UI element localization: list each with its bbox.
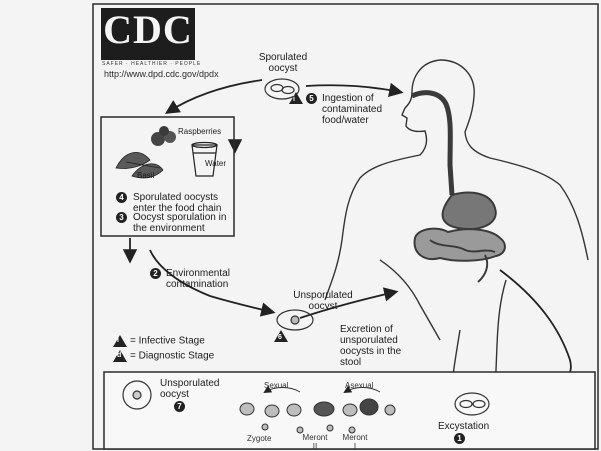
arrow-to-food-chain	[168, 80, 262, 112]
infective-stage-icon: i	[289, 92, 303, 104]
meront-1-label: Meront I	[342, 433, 368, 451]
digestive-tract	[412, 93, 505, 282]
stage-7-label: Unsporulated oocyst	[160, 378, 230, 400]
stage-6-number: 6	[278, 332, 282, 343]
stage-5-label: Ingestion of contaminated food/water	[322, 93, 392, 126]
source-url[interactable]: http://www.dpd.cdc.gov/dpdx	[104, 69, 219, 79]
sporulated-oocyst-label: Sporulated oocyst	[255, 52, 311, 74]
stage-2-number: 2	[150, 268, 161, 279]
stage-1-row: 1	[454, 433, 468, 444]
legend-diagnostic-icon: d	[113, 350, 127, 362]
stage-4-number: 4	[116, 192, 127, 203]
stage-6-badges: 6	[274, 330, 291, 342]
stage-1-number: 1	[454, 433, 465, 444]
sexual-label: Sexual	[264, 380, 288, 391]
stage-6-label: Excretion of unsporulated oocysts in the…	[340, 324, 416, 368]
stage-3-label: Oocyst sporulation in the environment	[133, 212, 233, 234]
legend-infective-icon: i	[113, 335, 127, 347]
excystation-label: Excystation	[438, 421, 489, 432]
stage-3-row: 3	[116, 212, 130, 223]
raspberry-icon	[151, 126, 176, 146]
stage-2-row: 2	[150, 268, 164, 279]
stage-7-row: 7	[174, 401, 188, 412]
stage-4-row: 4	[116, 192, 130, 203]
cdc-logo: CDC	[101, 8, 195, 60]
water-label: Water	[205, 158, 226, 169]
legend-diagnostic: d= Diagnostic Stage	[113, 350, 214, 362]
stage-3-number: 3	[116, 212, 127, 223]
stage-5-badges: i5	[289, 92, 320, 104]
legend-diagnostic-text: = Diagnostic Stage	[130, 351, 214, 362]
legend-infective: i= Infective Stage	[113, 335, 205, 347]
arrow-to-ingestion	[306, 85, 400, 92]
legend-infective-text: = Infective Stage	[130, 336, 205, 347]
unsporulated-oocyst-icon	[277, 310, 313, 330]
raspberries-label: Raspberries	[178, 126, 221, 137]
basil-label: Basil	[137, 170, 154, 181]
stage-7-number: 7	[174, 401, 185, 412]
meront-2-label: Meront II	[302, 433, 328, 451]
cdc-tagline: SAFER · HEALTHIER · PEOPLE	[102, 61, 201, 67]
unsporulated-oocyst-label: Unsporulated oocyst	[287, 290, 359, 312]
stage-2-label: Environmental contamination	[166, 268, 252, 290]
zygote-label: Zygote	[247, 433, 271, 444]
stage-4-label: Sporulated oocysts enter the food chain	[133, 192, 233, 214]
diagnostic-stage-icon: 6	[274, 330, 288, 342]
asexual-label: Asexual	[345, 380, 373, 391]
stage-5-number: 5	[306, 93, 317, 104]
